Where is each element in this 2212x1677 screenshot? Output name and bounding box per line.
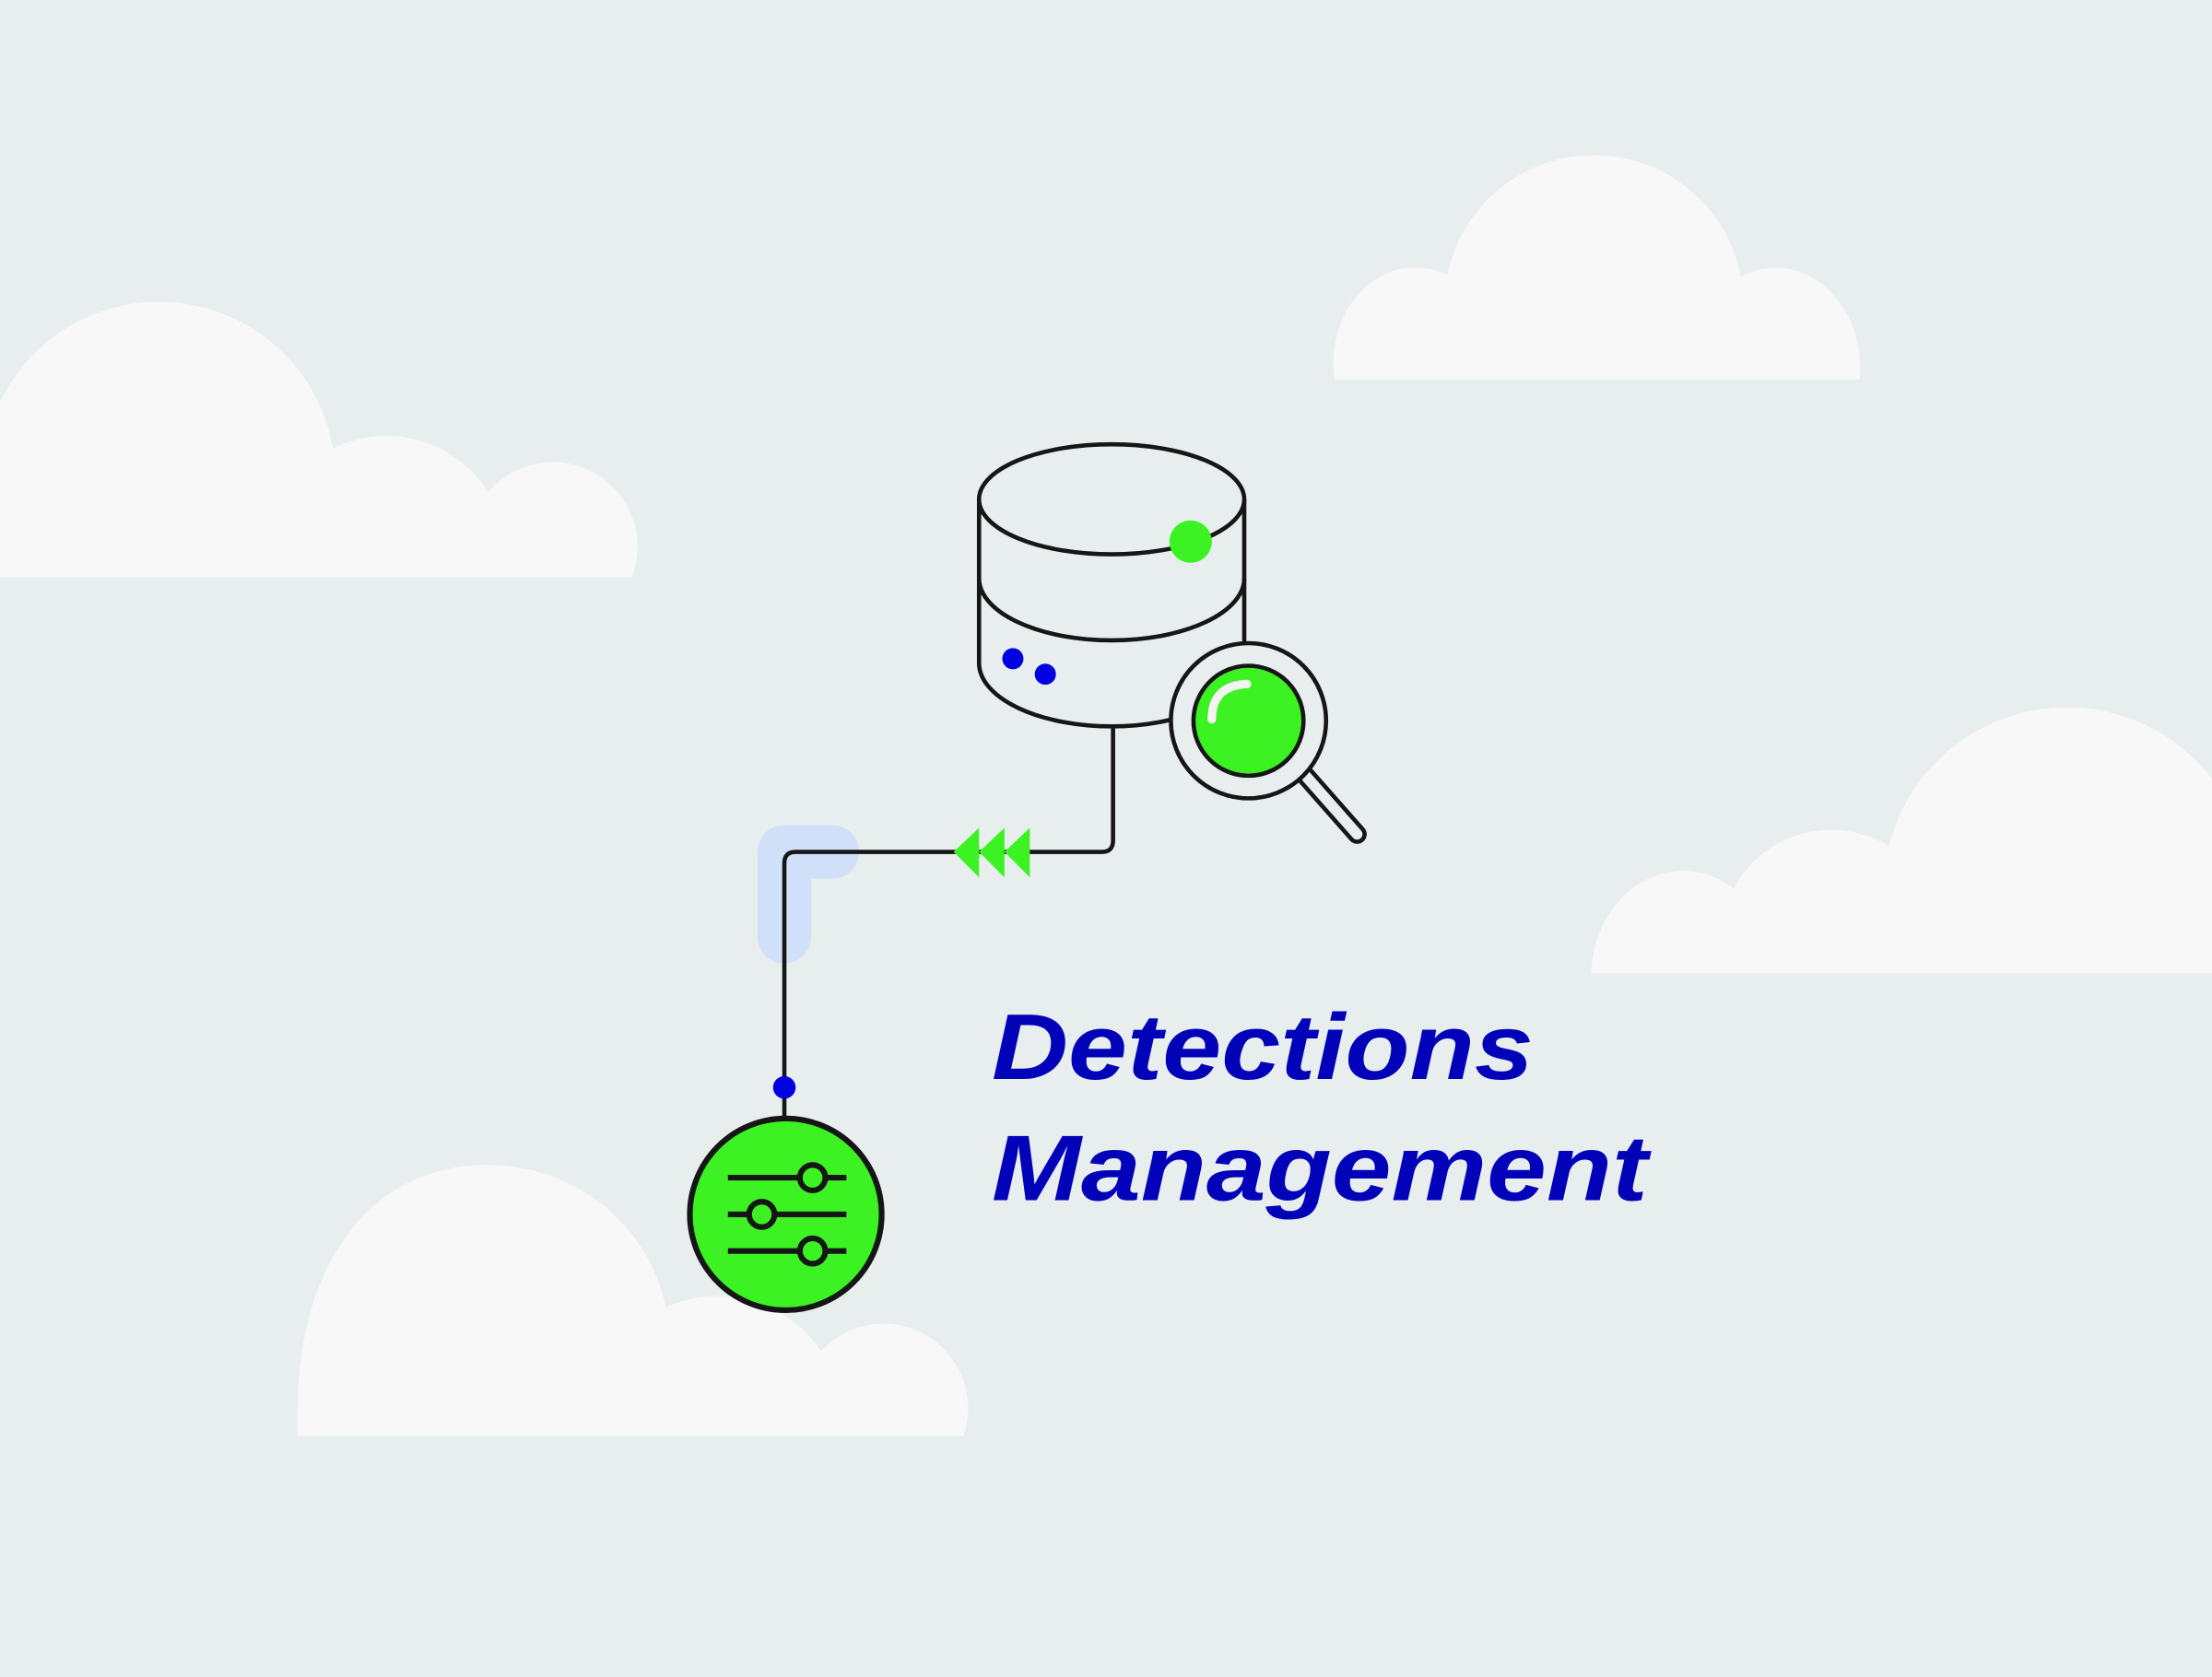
cloud-bottom-left bbox=[297, 1165, 969, 1437]
cloud-top-left bbox=[0, 301, 638, 578]
heading-line-1: Detections bbox=[992, 996, 1534, 1099]
heading-line-2: Management bbox=[992, 1118, 1653, 1221]
connector-node-dot bbox=[772, 1075, 796, 1099]
magnifier-icon bbox=[1169, 640, 1367, 844]
database-icon bbox=[976, 441, 1247, 729]
cloud-top-right bbox=[1333, 155, 1861, 380]
connector-line bbox=[782, 726, 1115, 1118]
fast-rewind-arrows-icon bbox=[953, 827, 1030, 878]
sliders-icon bbox=[687, 1115, 885, 1314]
cloud-right bbox=[1591, 707, 2212, 974]
